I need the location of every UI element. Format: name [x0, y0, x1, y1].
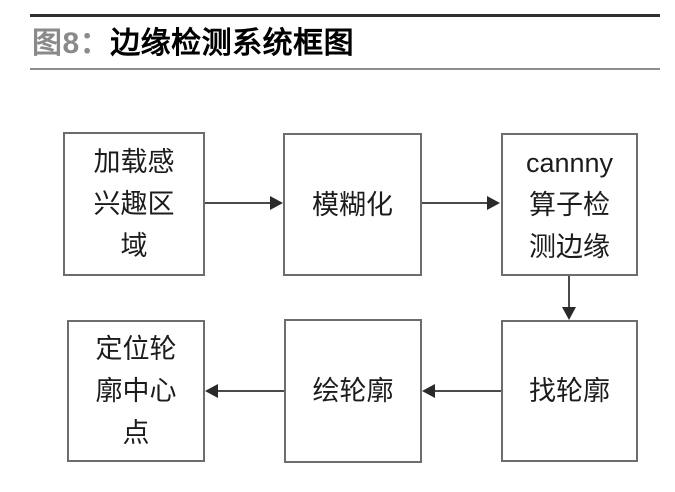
edge-line: [205, 202, 271, 204]
flow-node-canny-edge-detect[interactable]: cannny 算子检 测边缘: [501, 133, 638, 276]
figure-caption-title: 边缘检测系统框图: [110, 27, 355, 60]
figure-caption: 图8：边缘检测系统框图: [32, 22, 354, 66]
edge-line: [422, 202, 488, 204]
arrow-right-icon: [270, 196, 283, 210]
figure-caption-number: 图8：: [32, 27, 111, 60]
flow-node-find-contour[interactable]: 找轮廓: [501, 320, 638, 462]
caption-rule-top: [30, 14, 660, 17]
flow-node-locate-contour-center[interactable]: 定位轮 廓中心 点: [67, 320, 205, 462]
arrow-right-icon: [487, 196, 500, 210]
arrow-left-icon: [205, 384, 218, 398]
edge-line: [218, 390, 284, 392]
caption-rule-bottom: [30, 68, 660, 70]
arrow-down-icon: [562, 307, 576, 320]
figure-caption-header: 图8：边缘检测系统框图: [30, 14, 660, 72]
arrow-left-icon: [422, 384, 435, 398]
flow-node-blur[interactable]: 模糊化: [283, 133, 422, 276]
flow-node-load-roi[interactable]: 加载感 兴趣区 域: [63, 132, 205, 276]
edge-line: [568, 276, 570, 309]
flow-node-draw-contour[interactable]: 绘轮廓: [284, 319, 422, 463]
edge-line: [435, 390, 501, 392]
